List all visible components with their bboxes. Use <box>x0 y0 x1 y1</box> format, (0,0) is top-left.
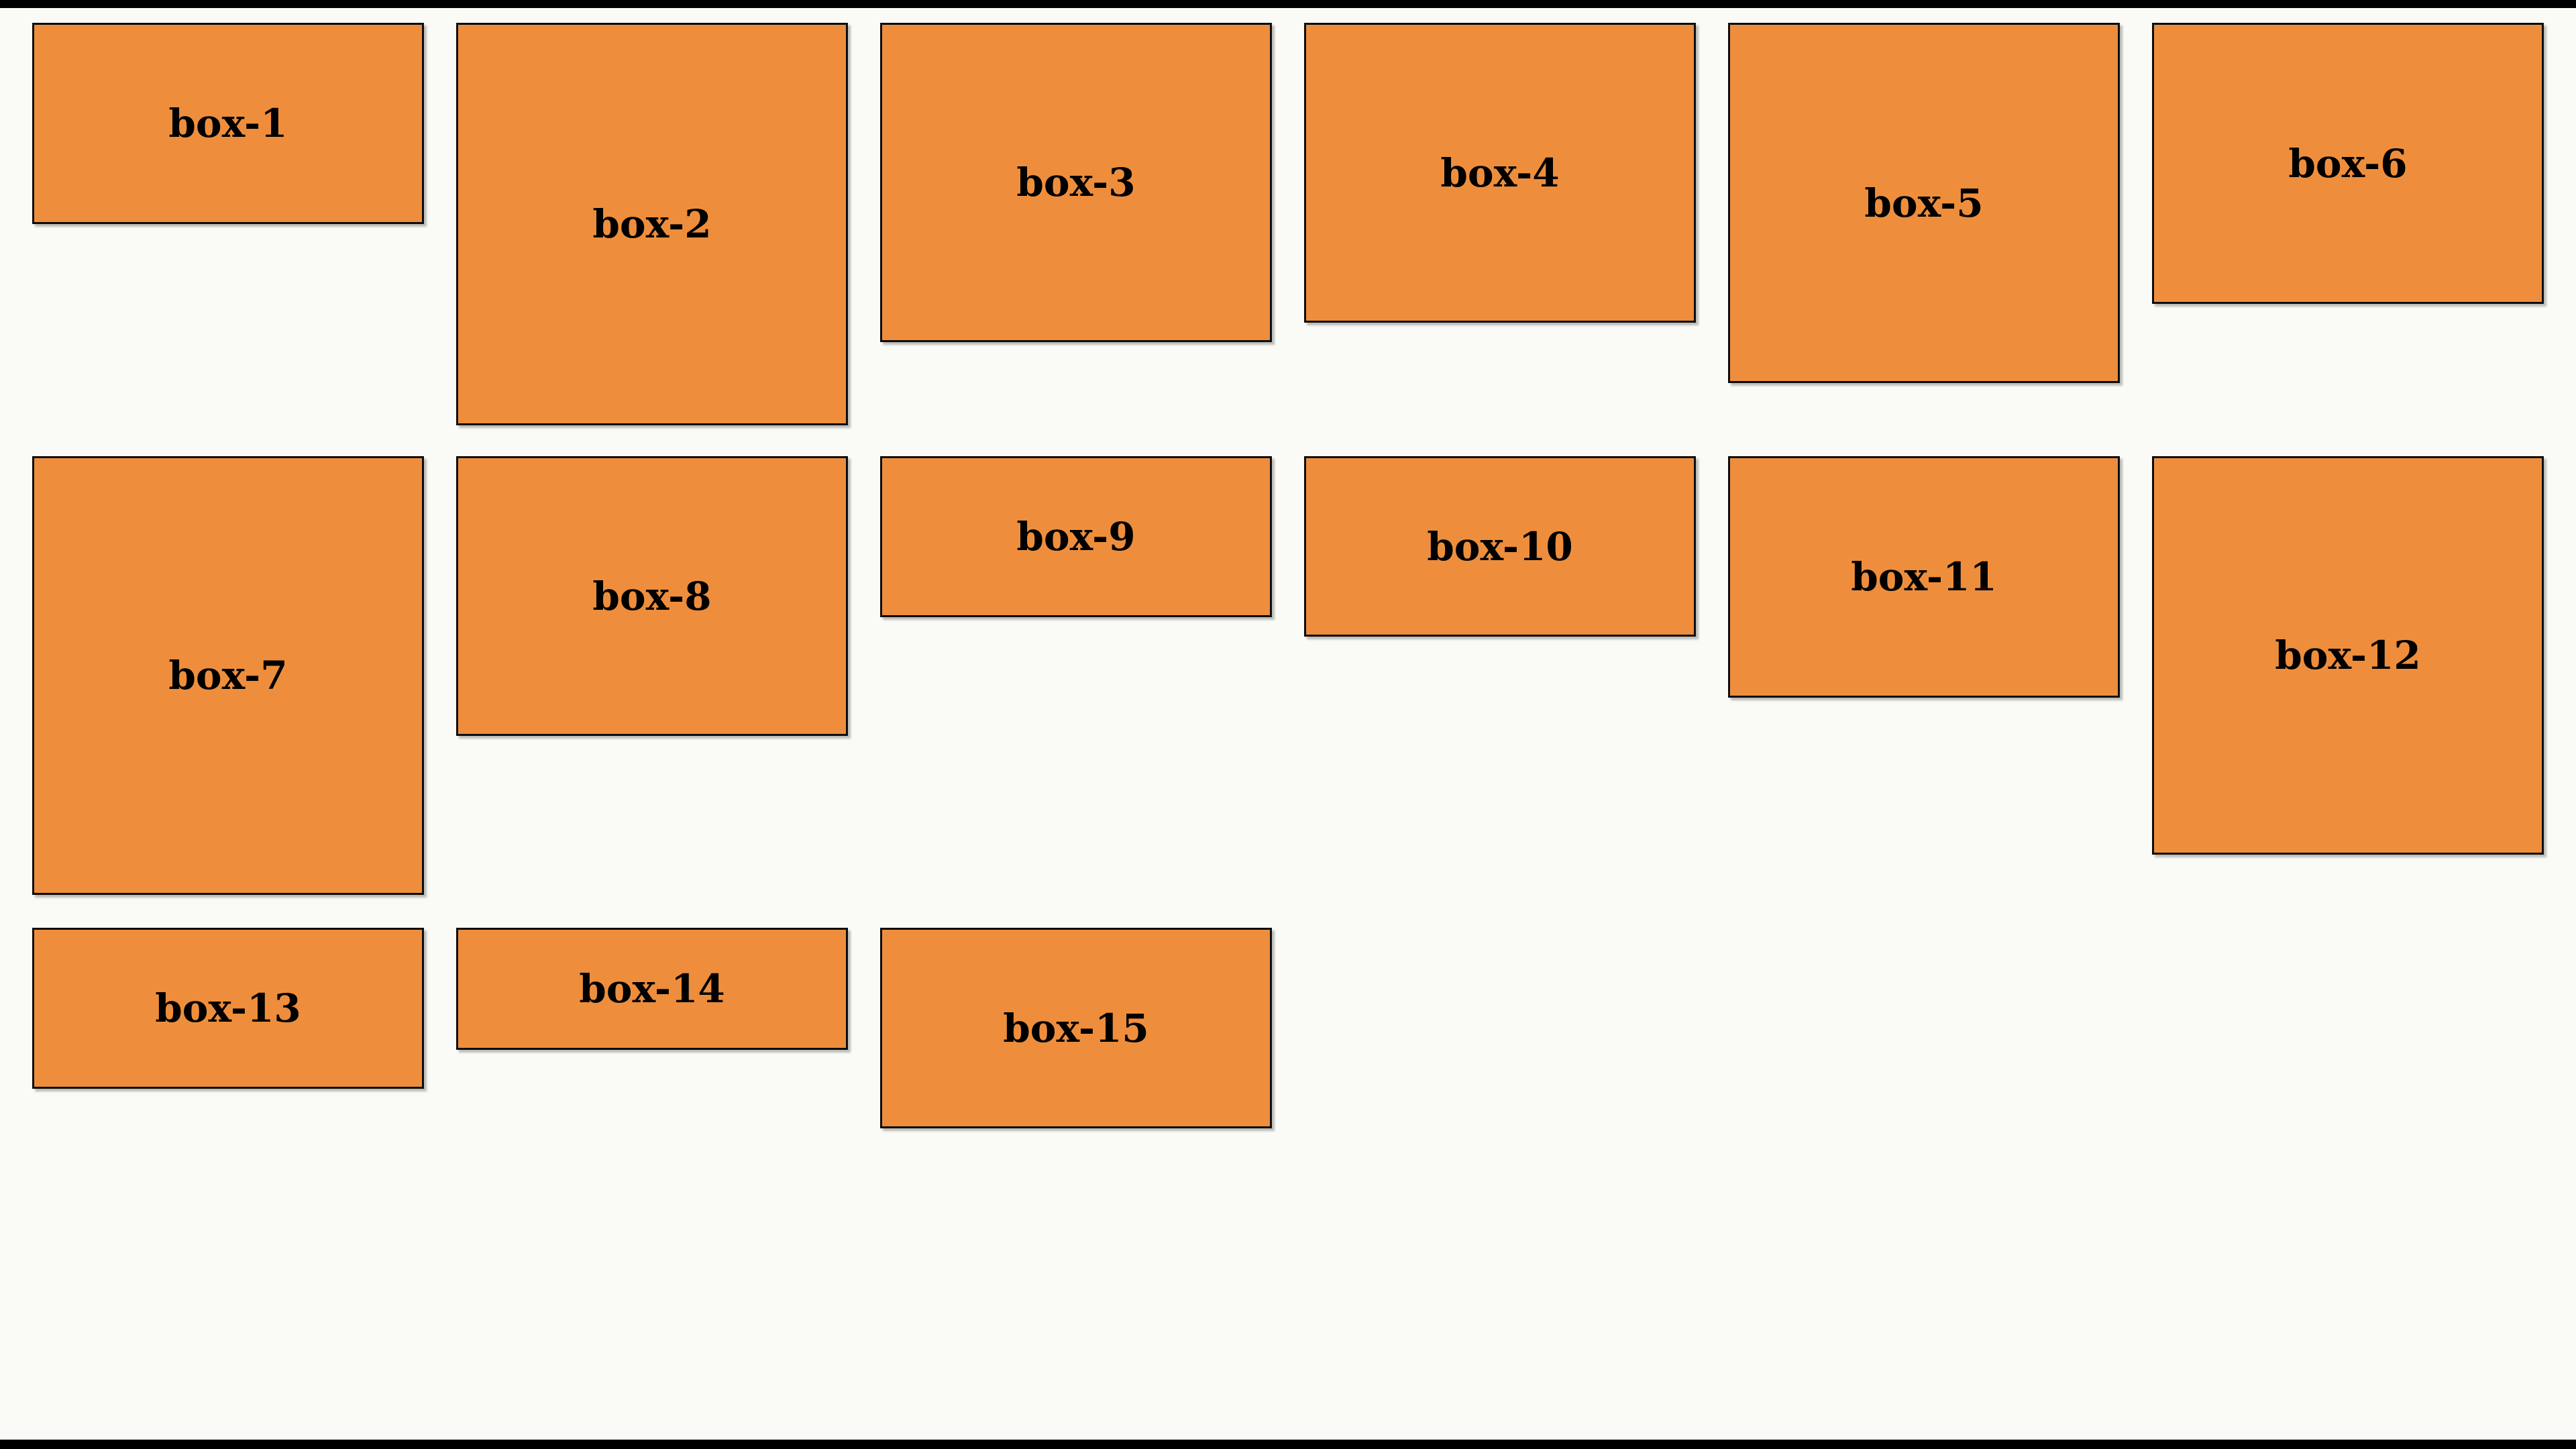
box-5: box-5 <box>1728 23 2120 383</box>
box-12: box-12 <box>2152 456 2544 855</box>
top-letterbox-bar <box>0 0 2576 8</box>
box-4: box-4 <box>1304 23 1696 323</box>
box-6: box-6 <box>2152 23 2544 304</box>
box-13: box-13 <box>32 928 424 1089</box>
box-1: box-1 <box>32 23 424 224</box>
box-8: box-8 <box>456 456 848 736</box>
box-7: box-7 <box>32 456 424 895</box>
bottom-letterbox-bar <box>0 1440 2576 1449</box>
box-2: box-2 <box>456 23 848 425</box>
box-15: box-15 <box>880 928 1272 1128</box>
box-9: box-9 <box>880 456 1272 617</box>
box-11: box-11 <box>1728 456 2120 698</box>
box-3: box-3 <box>880 23 1272 342</box>
box-14: box-14 <box>456 928 848 1050</box>
box-10: box-10 <box>1304 456 1696 637</box>
